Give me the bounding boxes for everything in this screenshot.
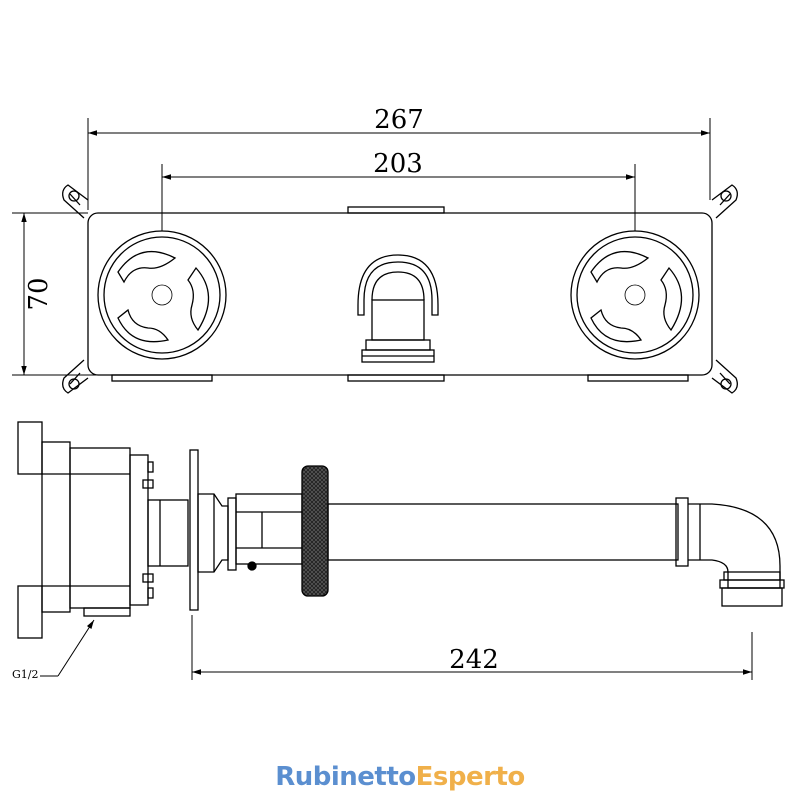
cartridge-body [147, 499, 189, 567]
spout-front [357, 254, 439, 363]
knurled-handle [301, 465, 329, 597]
mounting-ear-top-right [711, 184, 738, 219]
mounting-ear-top-left [62, 184, 89, 219]
watermark-part2: Esperto [415, 762, 526, 792]
escutcheon-side [189, 449, 199, 611]
plate-tab-bottom [347, 374, 445, 382]
dim-overall-width: 267 [374, 105, 424, 135]
spout-pipe [327, 497, 785, 607]
dim-handle-spacing: 203 [373, 149, 423, 179]
watermark-part1: Rubinetto [275, 762, 416, 792]
front-view [62, 184, 738, 394]
plate-tab-top [347, 206, 445, 214]
side-view [17, 421, 785, 639]
left-handle [97, 230, 227, 360]
wall-box [17, 421, 154, 639]
handle-stem [235, 493, 303, 571]
mounting-ear-bottom-right [711, 359, 738, 394]
right-handle [570, 230, 700, 360]
watermark-logo: RubinettoEsperto [0, 762, 800, 792]
spout-collar [197, 493, 237, 573]
mounting-ear-bottom-left [62, 359, 89, 394]
dim-spout-projection: 242 [449, 645, 499, 675]
dim-plate-height: 70 [24, 277, 54, 310]
thread-label: G1/2 [12, 668, 39, 681]
dimension-lines [12, 118, 753, 680]
